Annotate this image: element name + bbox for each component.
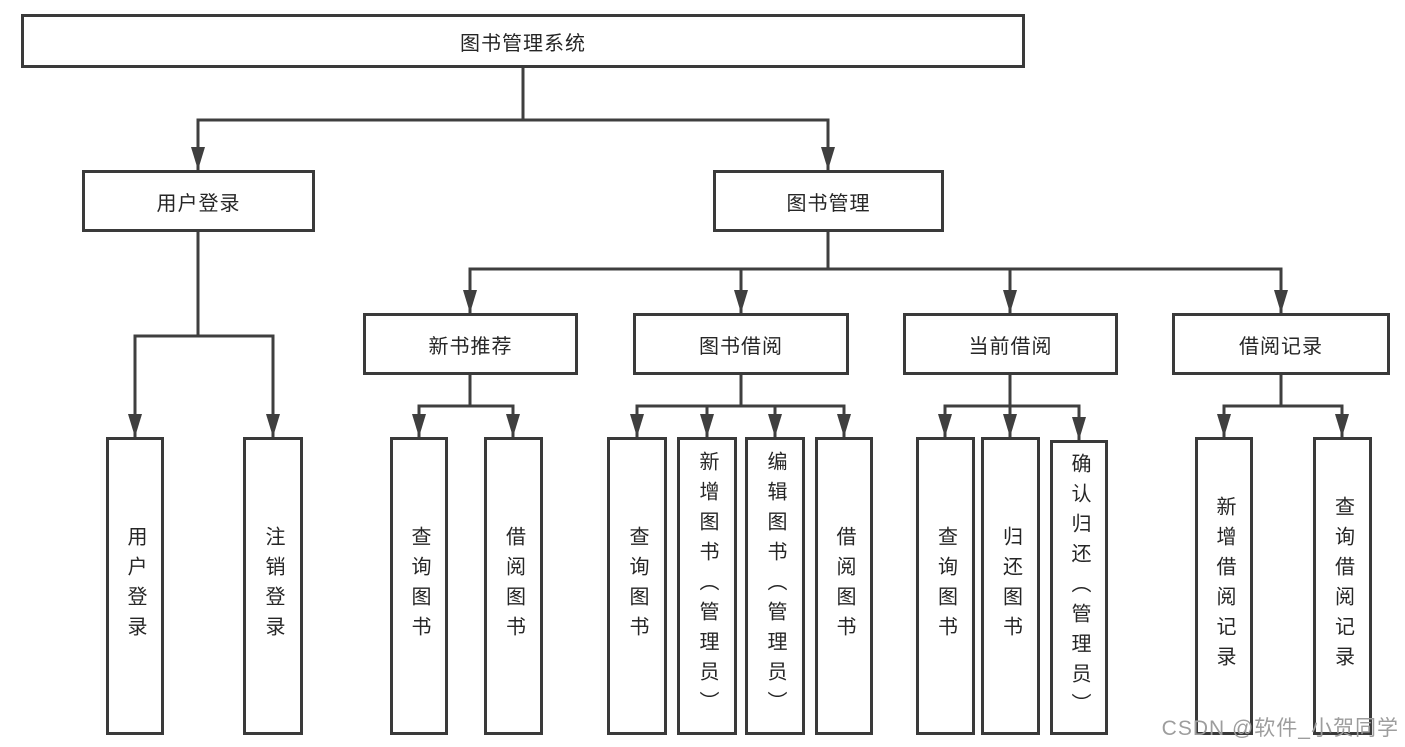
node-leaf-cb-confirm-return-admin: 确认归还（管理员） — [1050, 440, 1108, 735]
node-leaf-bb-add-books-admin: 新增图书（管理员） — [677, 437, 737, 735]
node-book-borrowing: 图书借阅 — [633, 313, 849, 375]
csdn-watermark: CSDN @软件_小贺同学 — [1161, 717, 1399, 740]
node-user-login: 用户登录 — [82, 170, 315, 232]
node-leaf-bb-borrow-books: 借阅图书 — [815, 437, 873, 735]
node-leaf-cb-query-books: 查询图书 — [916, 437, 975, 735]
node-leaf-nb-query-books: 查询图书 — [390, 437, 448, 735]
node-leaf-bb-query-books: 查询图书 — [607, 437, 667, 735]
node-new-book-recommend: 新书推荐 — [363, 313, 578, 375]
node-leaf-user-login: 用户登录 — [106, 437, 164, 735]
node-leaf-logout: 注销登录 — [243, 437, 303, 735]
node-borrow-records: 借阅记录 — [1172, 313, 1390, 375]
node-leaf-cb-return-books: 归还图书 — [981, 437, 1040, 735]
node-book-management: 图书管理 — [713, 170, 944, 232]
node-leaf-bb-edit-books-admin: 编辑图书（管理员） — [745, 437, 805, 735]
node-library-management-system: 图书管理系统 — [21, 14, 1025, 68]
node-current-borrowing: 当前借阅 — [903, 313, 1118, 375]
node-leaf-br-add-record: 新增借阅记录 — [1195, 437, 1253, 735]
node-leaf-nb-borrow-books: 借阅图书 — [484, 437, 543, 735]
node-leaf-br-query-record: 查询借阅记录 — [1313, 437, 1372, 735]
